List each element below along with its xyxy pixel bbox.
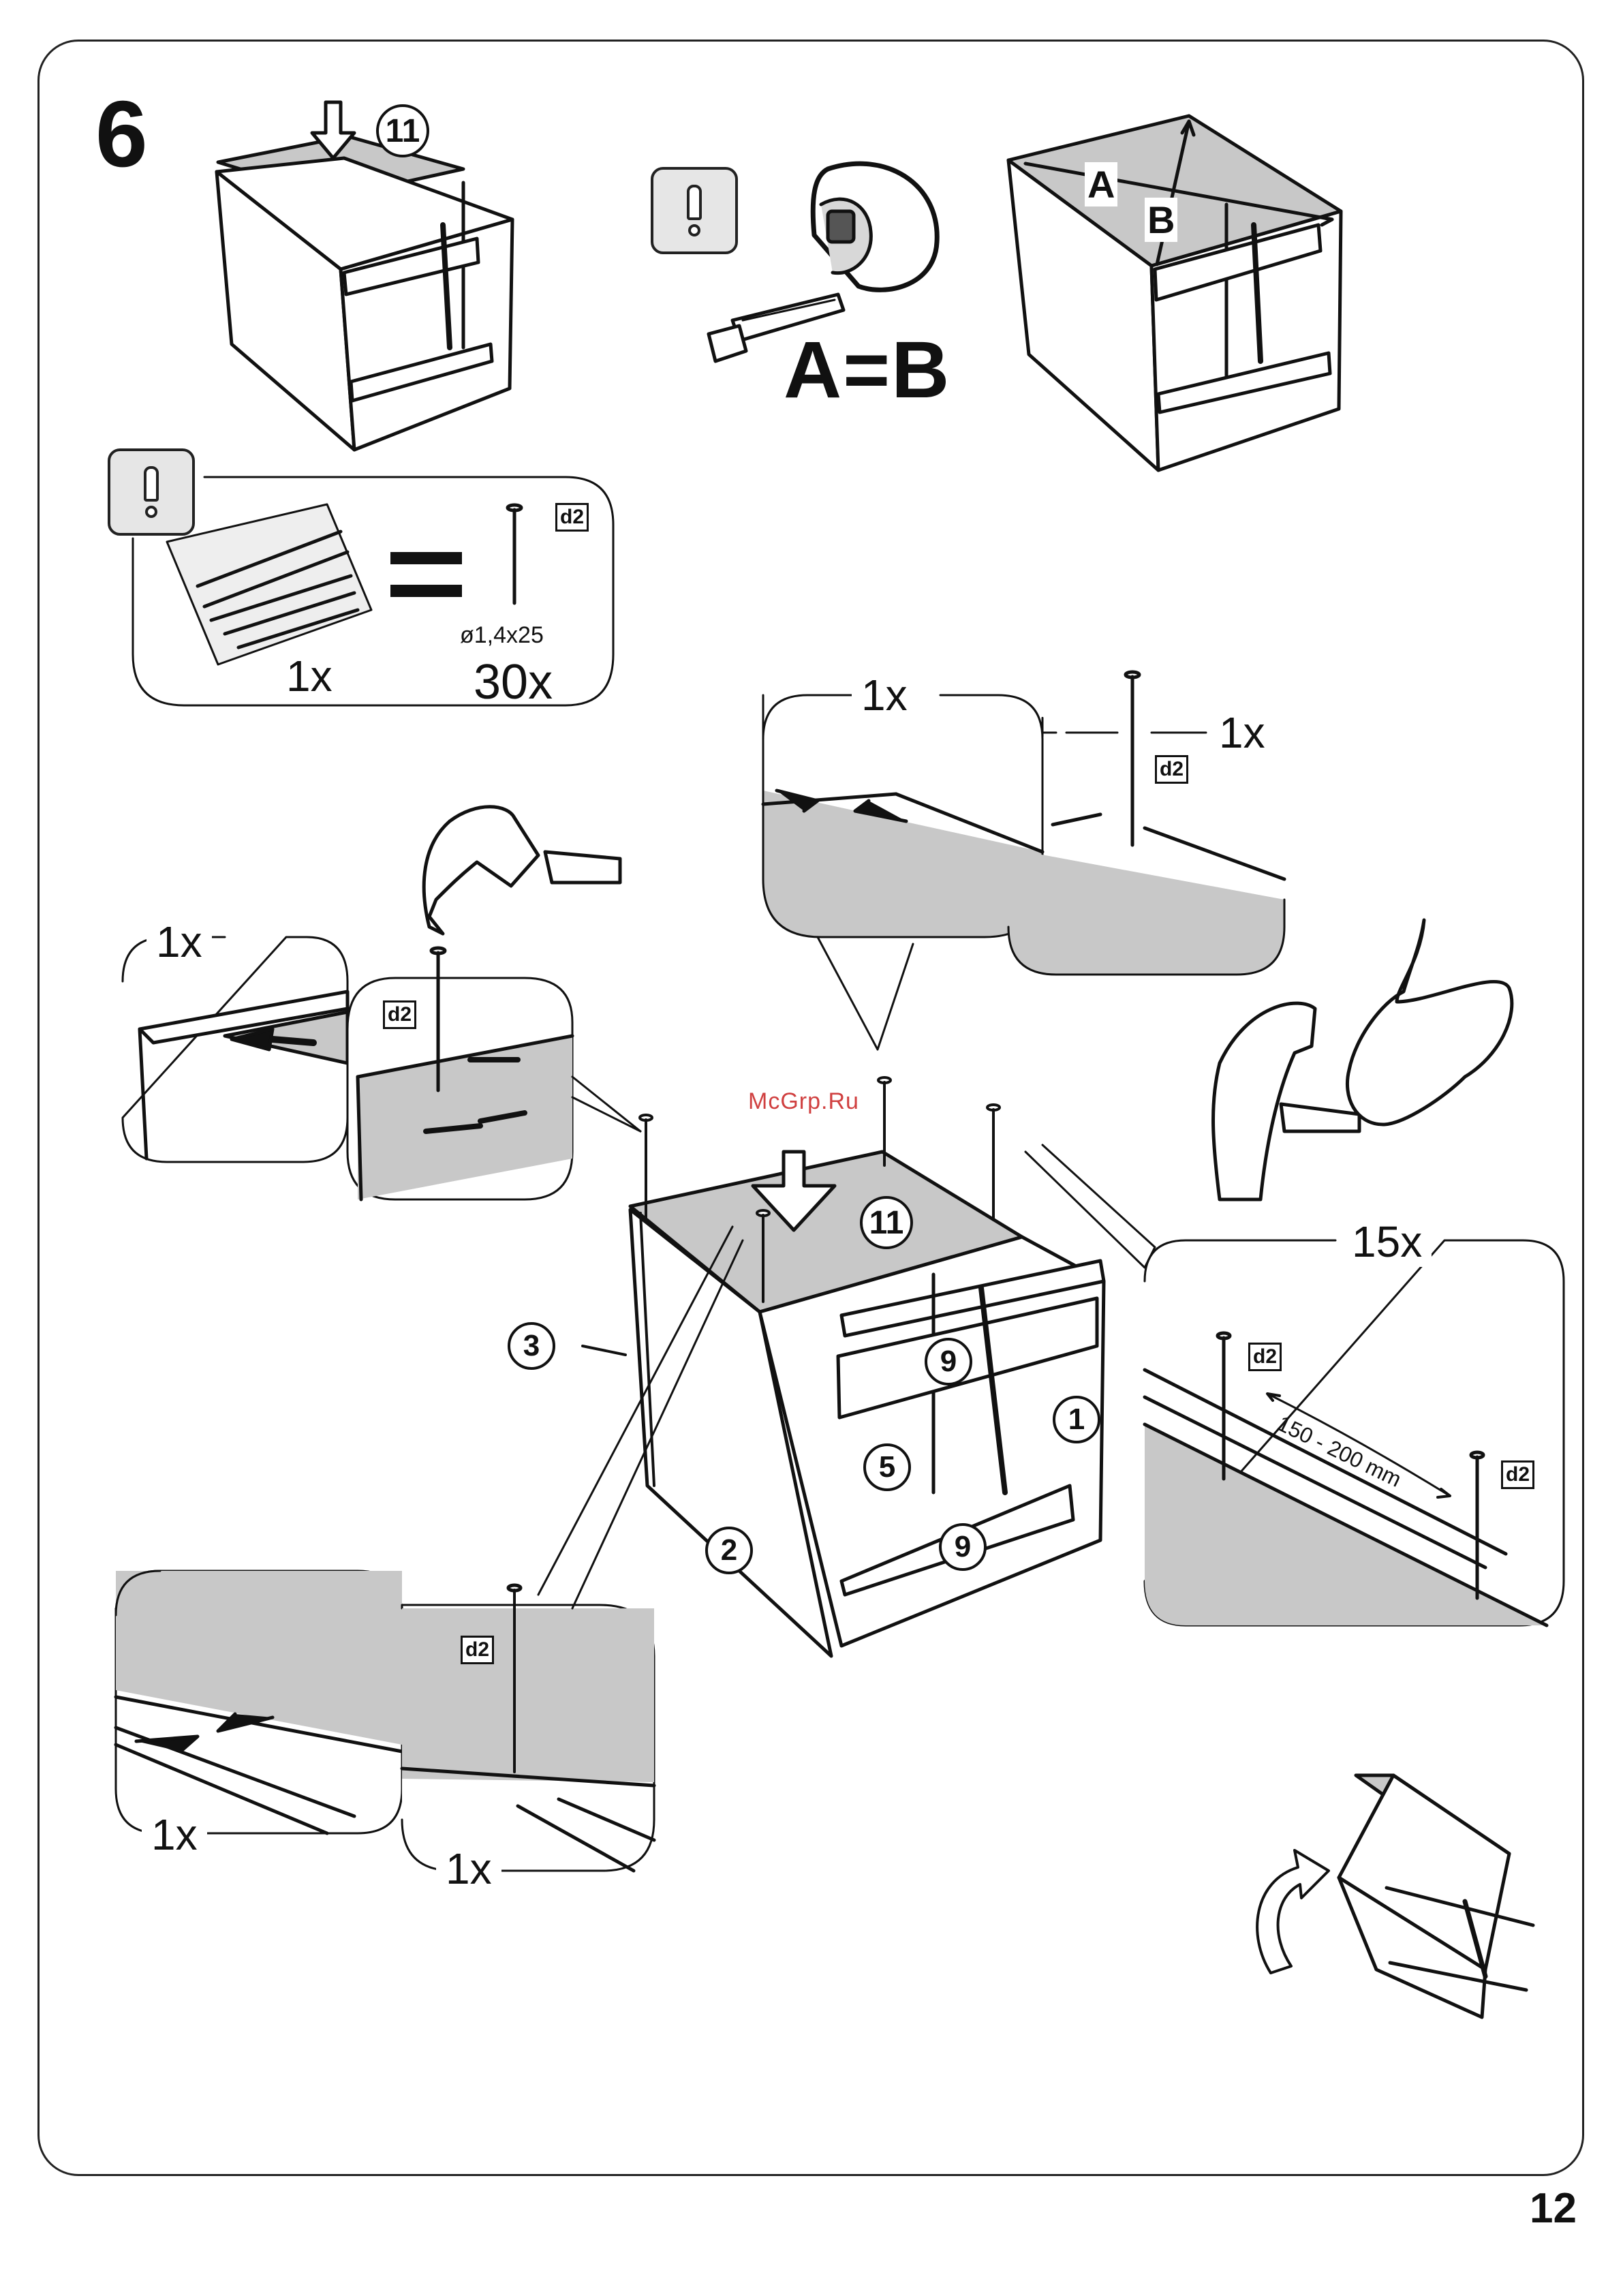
warning-icon <box>108 448 195 536</box>
diagonal-label-a: A <box>1085 162 1117 206</box>
page-number: 12 <box>1530 2184 1577 2233</box>
detail-left-count: 1x <box>146 917 212 967</box>
nail-bag-icon <box>167 504 371 664</box>
detail-right-count: 15x <box>1342 1216 1432 1267</box>
watermark: McGrp.Ru <box>748 1088 859 1115</box>
fastener-code: d2 <box>461 1636 494 1664</box>
detail-right <box>1145 1240 1564 1625</box>
step-number: 6 <box>95 80 148 189</box>
detail-left <box>123 937 640 1199</box>
cabinet-insert-top <box>217 102 512 450</box>
detail-top-center <box>763 672 1284 1050</box>
fastener-size: ø1,4x25 <box>460 622 544 649</box>
diagonal-label-b: B <box>1145 198 1177 242</box>
main-cabinet <box>583 1077 1155 1656</box>
rotate-arrow-icon <box>1257 1850 1329 1973</box>
fastener-code: d2 <box>1501 1460 1534 1489</box>
fastener-code: d2 <box>1248 1343 1282 1371</box>
fastener-code: d2 <box>555 503 589 532</box>
part-number-rail-top: 9 <box>925 1338 972 1386</box>
nail-icon <box>508 505 521 603</box>
diagonal-equation: A=B <box>784 324 950 416</box>
bag-count: 1x <box>286 651 333 701</box>
detail-bottom-left-count: 1x <box>142 1809 207 1860</box>
part-number-right-side: 1 <box>1053 1396 1100 1443</box>
detail-top-right-count: 1x <box>1209 707 1275 758</box>
part-number-middle: 5 <box>863 1443 911 1491</box>
part-number-top-panel: 11 <box>860 1196 913 1249</box>
hammer-icon <box>424 807 620 934</box>
detail-top-left-count: 1x <box>852 670 917 720</box>
part-number-top-panel: 11 <box>376 104 429 157</box>
detail-bottom-right-count: 1x <box>436 1843 501 1894</box>
part-number-rail-bottom: 9 <box>939 1523 987 1571</box>
fastener-code: d2 <box>1155 755 1188 784</box>
cabinet-diagonal-check <box>1008 116 1341 470</box>
cabinet-rotated <box>1339 1775 1533 2017</box>
fastener-code: d2 <box>383 1000 416 1029</box>
part-number-left-side: 3 <box>508 1322 555 1370</box>
part-number-back: 2 <box>705 1527 753 1574</box>
nail-count: 30x <box>474 654 553 710</box>
warning-icon <box>651 167 738 254</box>
